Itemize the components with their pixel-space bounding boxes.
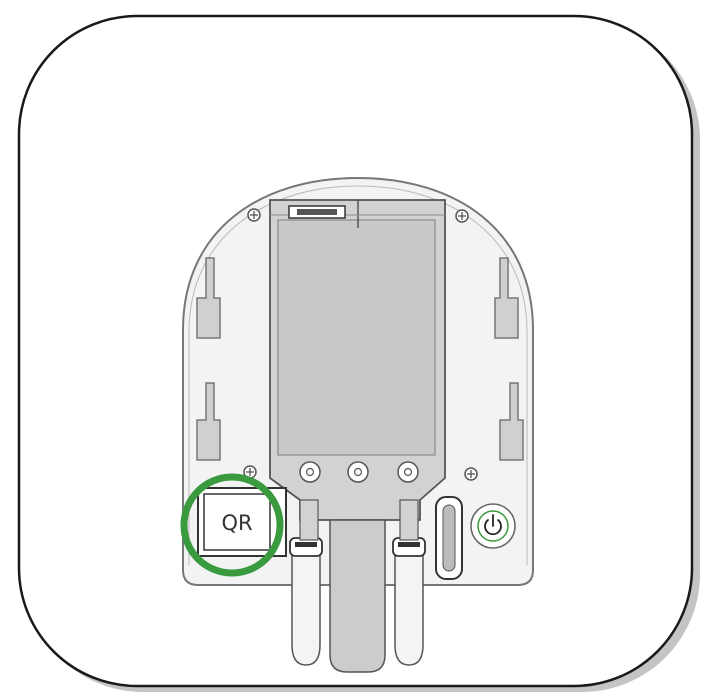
- screw-icon: [464, 467, 478, 481]
- screw-icon: [247, 208, 261, 222]
- mounting-post: [397, 461, 419, 483]
- right-clips: [494, 257, 524, 461]
- cable-leg-right: [392, 537, 426, 666]
- qr-highlight-ring: [180, 473, 284, 577]
- left-clips: [196, 257, 221, 461]
- cable-leg-left: [289, 537, 323, 666]
- tamper-slot: [435, 496, 463, 580]
- power-icon: [484, 514, 502, 536]
- board-recess: [269, 199, 446, 521]
- top-connector: [288, 205, 346, 219]
- power-button[interactable]: [470, 503, 516, 549]
- mounting-post: [299, 461, 321, 483]
- qr-label: QR: [221, 511, 252, 535]
- mounting-post: [347, 461, 369, 483]
- qr-code-sticker: QR: [197, 487, 287, 557]
- cable-channel: [329, 519, 386, 673]
- screw-icon: [455, 209, 469, 223]
